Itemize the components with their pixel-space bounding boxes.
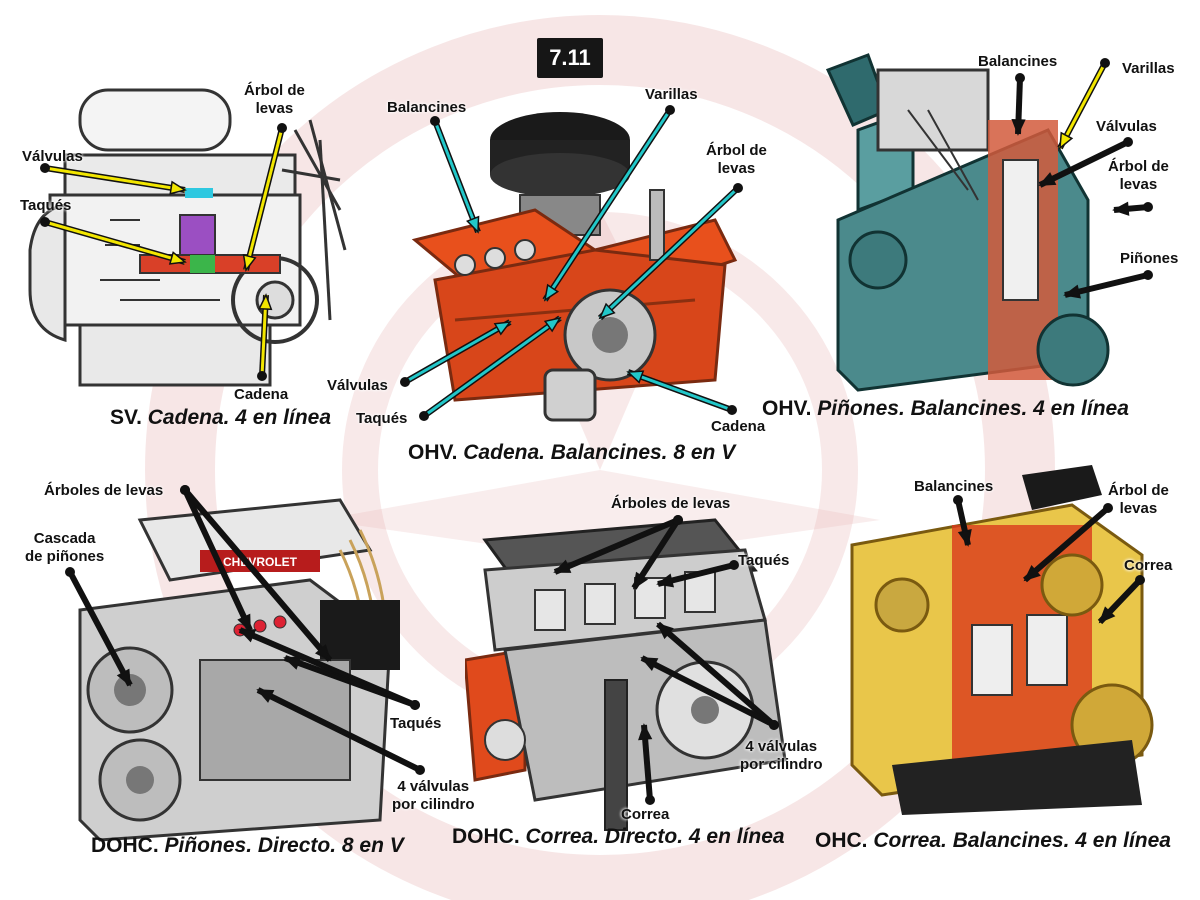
label-dohc-v8-tappets: Taqués: [390, 715, 442, 732]
engine-illustration-dohc-v8: CHEVROLET: [78, 498, 400, 842]
label-ohv-v8-rockers: Balancines: [387, 99, 467, 116]
caption-dohc-i4: DOHC. Correa. Directo. 4 en línea: [452, 824, 785, 850]
label-sv-camshaft: Árbol de levas: [244, 82, 305, 117]
label-ohv-v8-tappets: Taqués: [356, 410, 408, 427]
label-ohv-v8-chain: Cadena: [711, 418, 766, 435]
label-ohv-v8-valves: Válvulas: [327, 377, 388, 394]
caption-ohv-v8-type: OHV.: [408, 441, 458, 464]
caption-ohv-v8-desc: Cadena. Balancines. 8 en V: [463, 441, 736, 464]
caption-sv: SV. Cadena. 4 en línea: [110, 405, 331, 431]
caption-dohc-v8-type: DOHC.: [91, 834, 159, 857]
label-dohc-i4-tappets: Taqués: [738, 552, 790, 569]
caption-dohc-i4-type: DOHC.: [452, 825, 520, 848]
caption-dohc-v8: DOHC. Piñones. Directo. 8 en V: [91, 833, 404, 859]
caption-ohv-i4-type: OHV.: [762, 397, 812, 420]
caption-ohc-i4: OHC. Correa. Balancines. 4 en línea: [815, 828, 1171, 854]
caption-sv-type: SV.: [110, 406, 142, 429]
label-ohv-i4-camshaft: Árbol de levas: [1108, 158, 1169, 193]
caption-dohc-i4-desc: Correa. Directo. 4 en línea: [525, 825, 785, 848]
label-ohv-i4-rockers: Balancines: [978, 53, 1058, 70]
engine-illustration-sv: [28, 88, 347, 387]
engine-illustration-ohv-inline4: [825, 53, 1110, 392]
label-ohc-belt: Correa: [1124, 557, 1173, 574]
label-dohc-i4-belt: Correa: [621, 806, 670, 823]
brand-text: CHEVROLET: [223, 555, 298, 569]
caption-ohv-i4: OHV. Piñones. Balancines. 4 en línea: [762, 396, 1129, 422]
caption-ohc-i4-desc: Correa. Balancines. 4 en línea: [873, 829, 1171, 852]
label-ohv-v8-pushrods: Varillas: [645, 86, 698, 103]
label-dohc-i4-four-valves: 4 válvulas por cilindro: [740, 738, 823, 773]
label-ohv-v8-camshaft: Árbol de levas: [706, 142, 767, 177]
caption-ohv-v8: OHV. Cadena. Balancines. 8 en V: [408, 440, 735, 466]
label-ohv-i4-gears: Piñones: [1120, 250, 1179, 267]
caption-sv-desc: Cadena. 4 en línea: [147, 406, 332, 429]
label-ohv-i4-valves: Válvulas: [1096, 118, 1157, 135]
label-dohc-v8-gear-cascade: Cascada de piñones: [25, 530, 105, 565]
caption-dohc-v8-desc: Piñones. Directo. 8 en V: [164, 834, 404, 857]
label-sv-valves: Válvulas: [22, 148, 83, 165]
label-dohc-v8-four-valves: 4 válvulas por cilindro: [392, 778, 475, 813]
label-sv-chain: Cadena: [234, 386, 289, 403]
label-dohc-v8-camshafts: Árboles de levas: [44, 482, 164, 499]
label-ohv-i4-pushrods: Varillas: [1122, 60, 1175, 77]
label-dohc-i4-camshafts: Árboles de levas: [611, 495, 731, 512]
caption-ohv-i4-desc: Piñones. Balancines. 4 en línea: [817, 397, 1129, 420]
figure-number-badge: 7.11: [537, 38, 603, 78]
label-ohc-camshaft: Árbol de levas: [1108, 482, 1169, 517]
label-ohc-rockers: Balancines: [914, 478, 994, 495]
caption-ohc-i4-type: OHC.: [815, 829, 868, 852]
engine-illustration-ohv-v8: [411, 112, 738, 422]
label-sv-tappets: Taqués: [20, 197, 72, 214]
